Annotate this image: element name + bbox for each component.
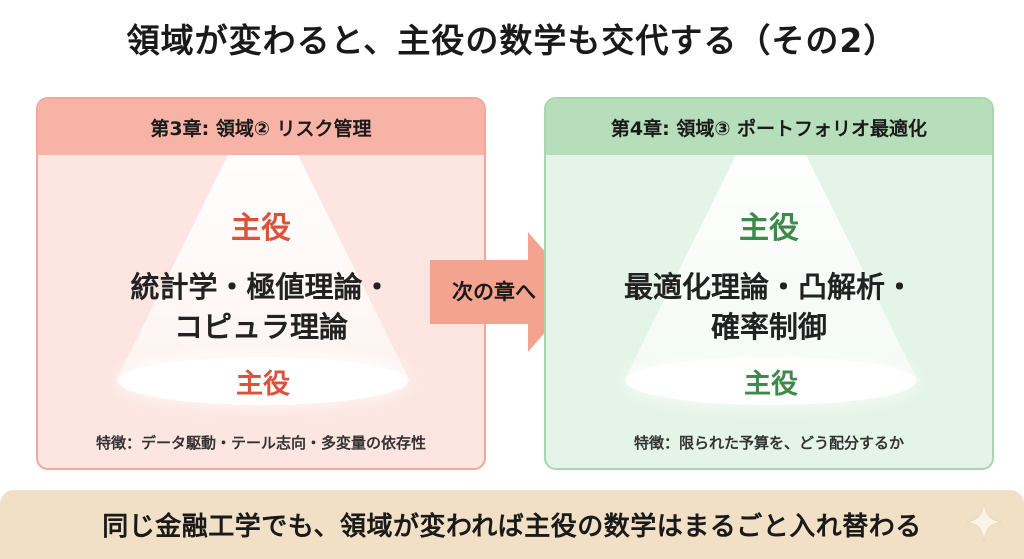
page-title: 領域が変わると、主役の数学も交代する（その2） [126,21,898,60]
chapter4-header: 第4章: 領域③ ポートフォリオ最適化 [546,99,992,155]
sparkle-icon [965,501,1003,543]
next-chapter-arrow: 次の章へ [430,232,580,352]
lead-label-top: 主役 [739,211,799,246]
chapter3-feature: 特徴：データ駆動・テール志向・多変量の依存性 [95,434,426,452]
arrow-label: 次の章へ [452,280,536,304]
spotlight-beam-right [624,155,918,381]
spotlight-beam-left [116,155,410,381]
arrow-right-icon [430,232,580,352]
math-subjects: 最適化理論・凸解析・ 確率制御 [546,267,992,347]
lead-label-top: 主役 [231,211,291,246]
chapter4-panel: 第4章: 領域③ ポートフォリオ最適化 主役 最適化理論・凸解析・ 確率制御 主… [544,97,994,470]
math-subjects-line1: 最適化理論・凸解析・ [623,270,914,304]
lead-label-bottom: 主役 [626,357,916,405]
chapter3-panel: 第3章: 領域② リスク管理 主役 統計学・極値理論・ コピュラ理論 主役 特徴… [36,97,486,470]
summary-banner: 同じ金融工学でも、領域が変われば主役の数学はまるごと入れ替わる [0,490,1024,559]
math-subjects-line2: コピュラ理論 [173,310,348,344]
chapter4-feature: 特徴：限られた予算を、どう配分するか [633,434,904,452]
math-subjects-line1: 統計学・極値理論・ [130,270,392,304]
chapter3-header: 第3章: 領域② リスク管理 [38,99,484,155]
math-subjects: 統計学・極値理論・ コピュラ理論 [38,267,484,347]
lead-label-bottom: 主役 [118,357,408,405]
math-subjects-line2: 確率制御 [710,310,827,344]
